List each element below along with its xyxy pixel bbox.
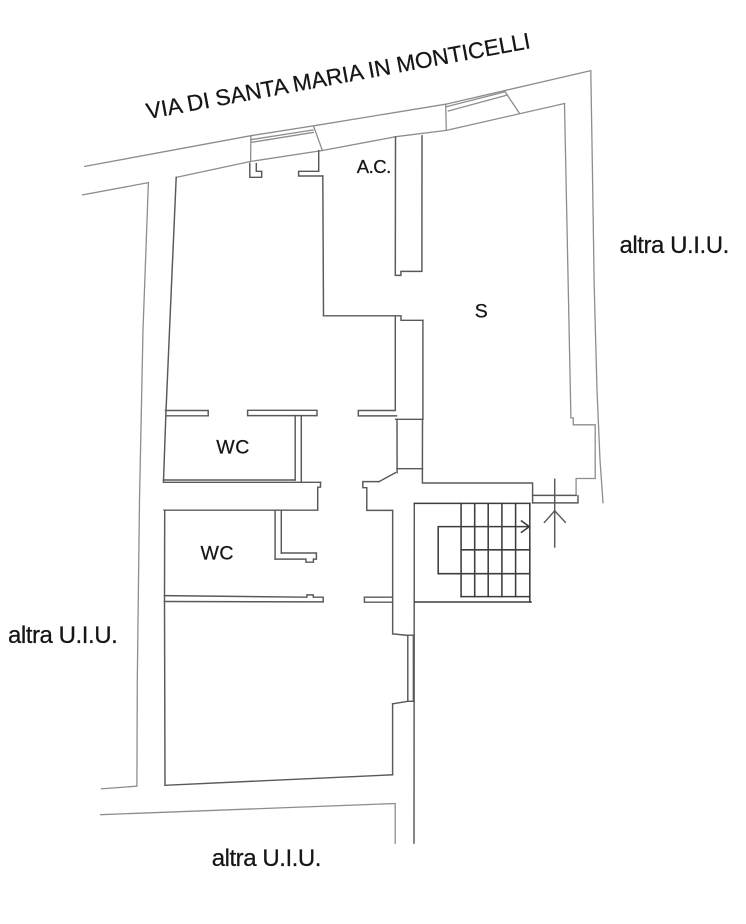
svg-text:altra U.I.U.: altra U.I.U.	[620, 232, 729, 259]
svg-text:altra U.I.U.: altra U.I.U.	[8, 622, 117, 649]
svg-text:A.C.: A.C.	[357, 156, 391, 177]
svg-text:VIA DI SANTA MARIA IN MONTICEL: VIA DI SANTA MARIA IN MONTICELLI	[144, 28, 532, 124]
svg-text:WC: WC	[201, 543, 235, 565]
svg-text:WC: WC	[216, 437, 250, 459]
svg-text:altra U.I.U.: altra U.I.U.	[212, 845, 321, 872]
svg-text:S: S	[475, 301, 488, 323]
